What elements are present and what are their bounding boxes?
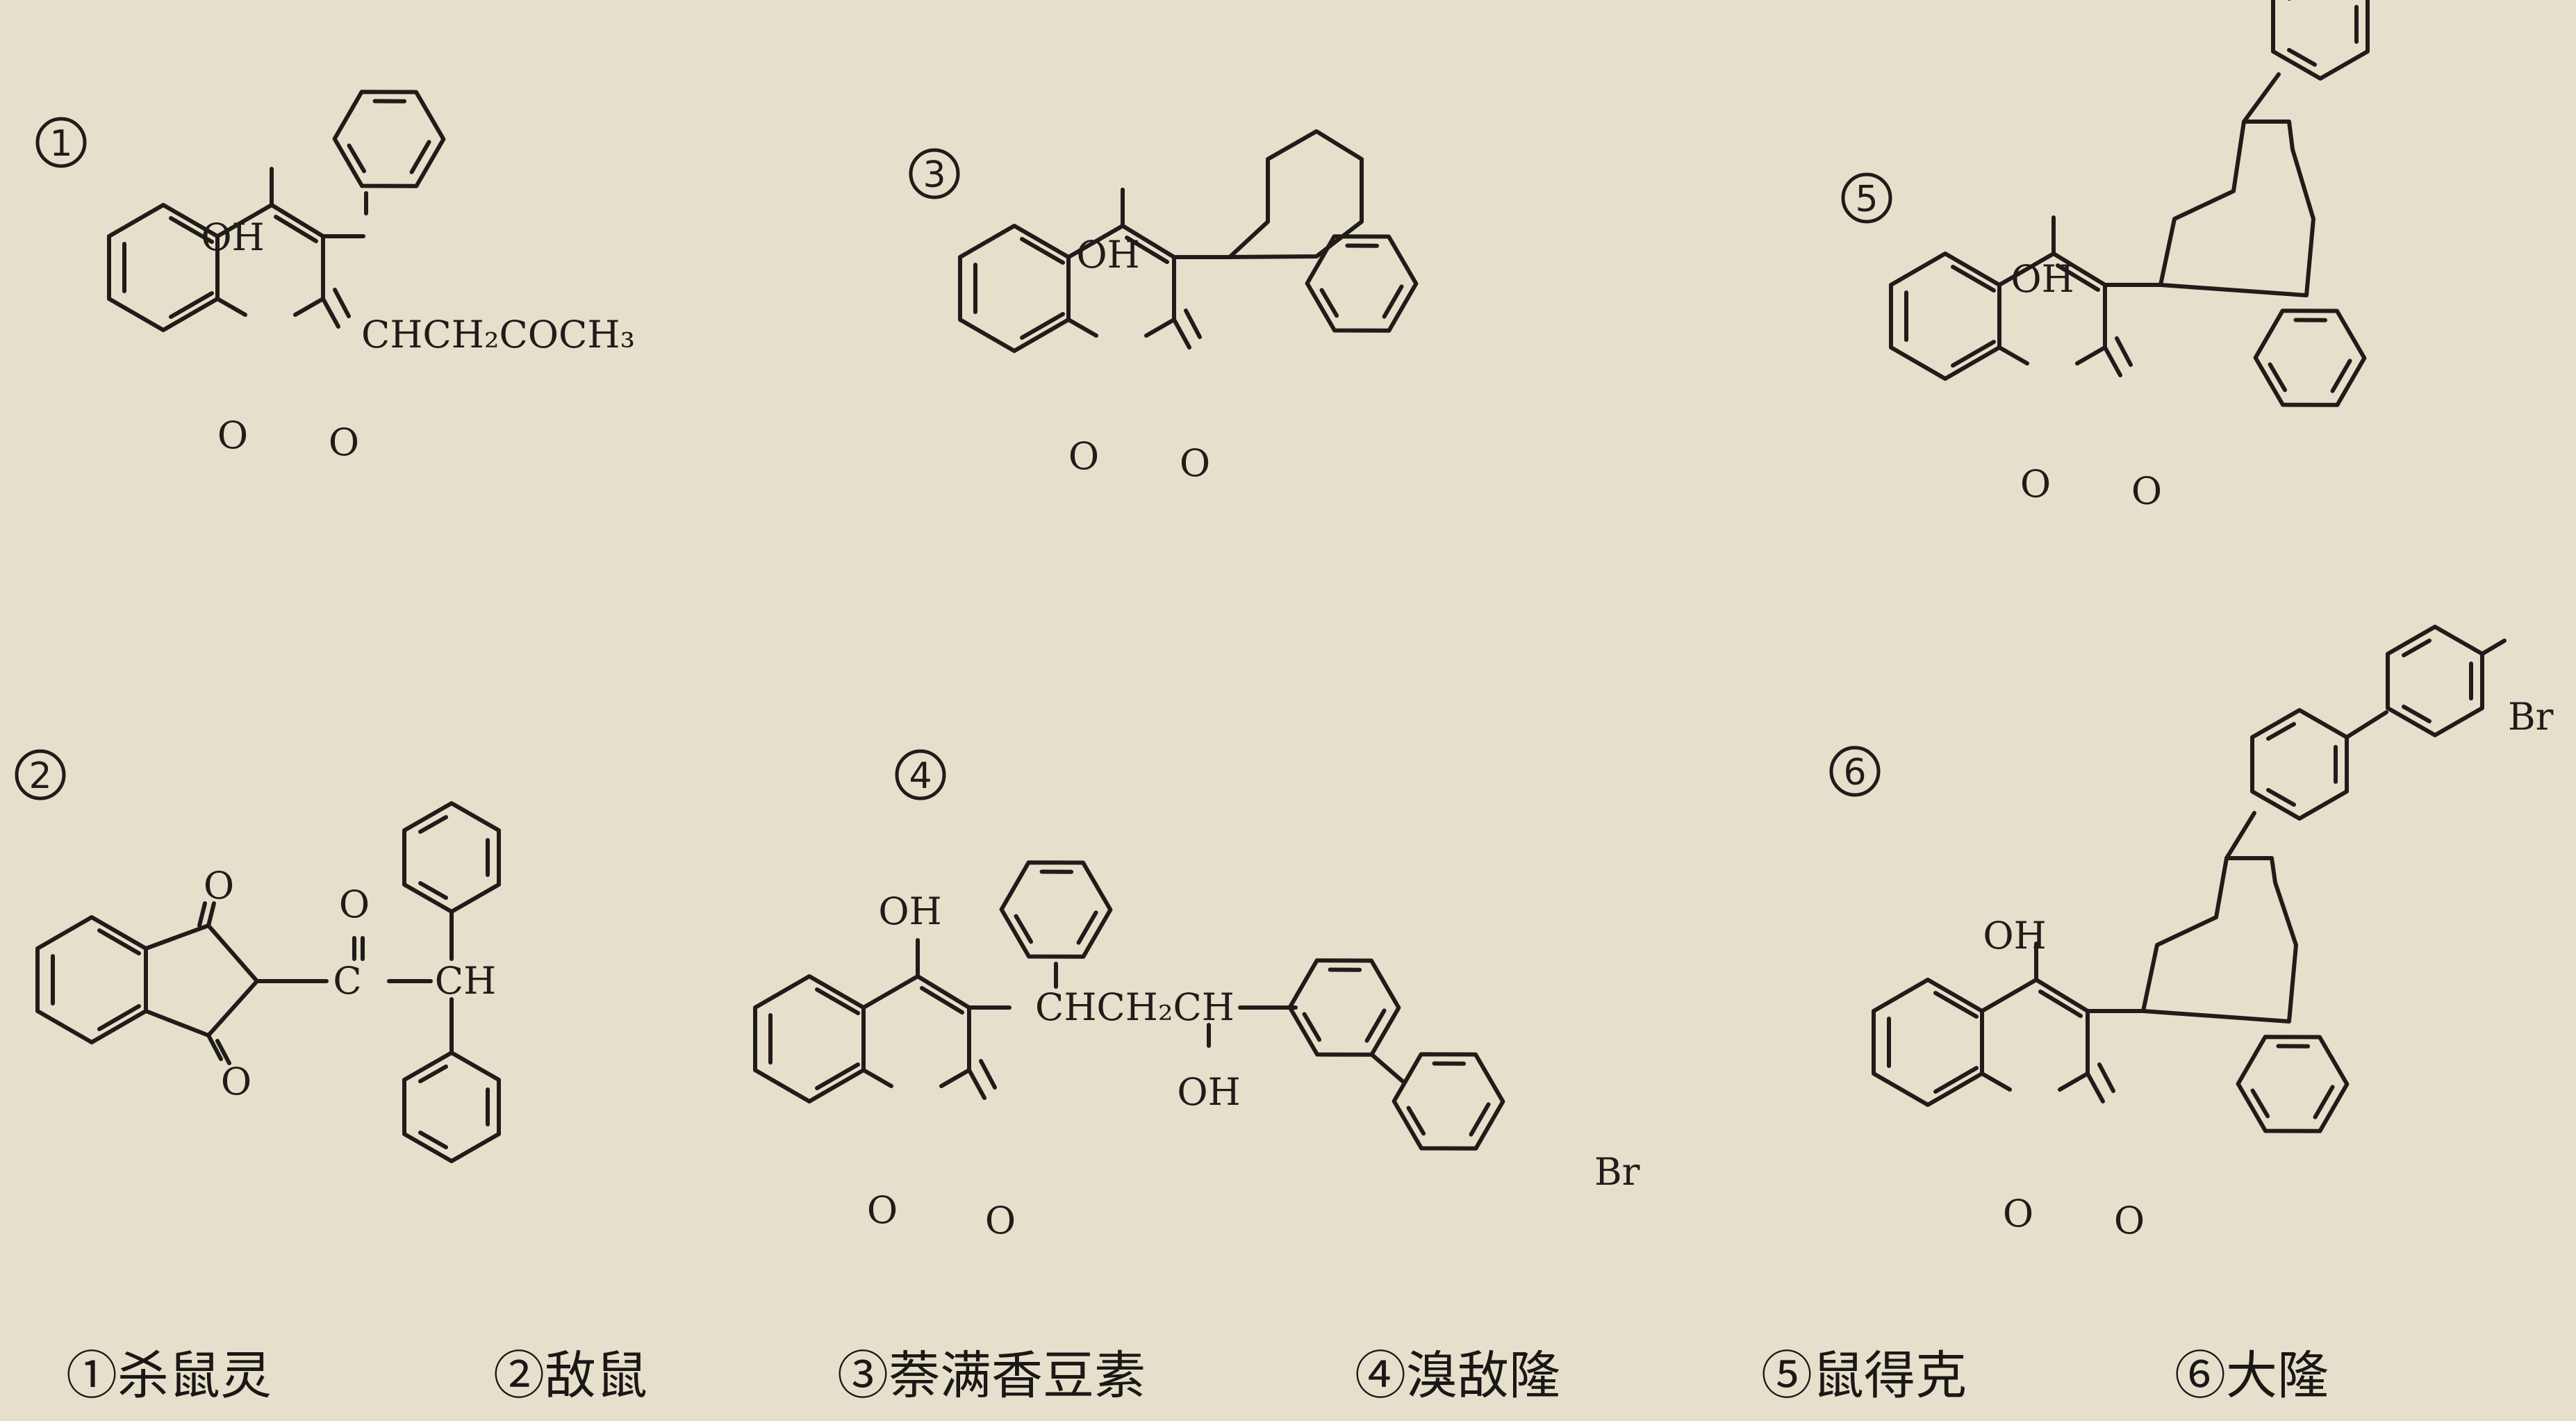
compound-2-top-oxygen: O [204,864,234,907]
compound-6-ring-oxygen: O [2003,1192,2033,1235]
compound-4-chain-oh: OH [1177,1070,1240,1114]
compound-4-oh-label: OH [878,889,941,933]
compound-3-carbonyl-oxygen: O [1180,441,1210,485]
compound-1-chain-label: CHCH₂COCH₃ [361,313,635,356]
compound-1-structure [109,68,457,330]
compound-4-structure [755,839,1517,1172]
caption-compound-2: ②敌鼠 [493,1346,647,1406]
compound-6-structure [1874,627,2507,1155]
caption-compound-1: ①杀鼠灵 [66,1346,272,1406]
compound-5-marker: 5 [1855,179,1878,220]
caption-compound-6: ⑥大隆 [2174,1346,2329,1406]
caption-compound-3: ③萘满香豆素 [837,1346,1146,1406]
compound-4-bromine: Br [1594,1150,1640,1194]
compound-2-structure [35,803,499,1161]
compound-1-oh-label: OH [201,215,264,259]
compound-2-ketone-oxygen: O [339,882,370,926]
compound-6-bromine: Br [2508,695,2554,739]
compound-1-carbonyl-oxygen: O [329,420,359,464]
compound-3-marker: 3 [923,154,946,196]
compound-5-structure [1891,0,2510,429]
compound-1-marker: 1 [49,123,72,165]
compound-5-ring-oxygen: O [2020,462,2051,506]
compound-4-ring-oxygen: O [867,1188,898,1232]
compound-6-oh-label: OH [1983,914,2046,958]
compound-2-ch-label: CH [435,959,496,1003]
compound-1-ring-oxygen: O [217,413,248,457]
compound-4-carbonyl-oxygen: O [985,1199,1016,1242]
compound-3-structure [960,129,1430,354]
compound-5-carbonyl-oxygen: O [2131,469,2162,513]
compound-3-oh-label: OH [1076,233,1139,277]
compound-2-carbon-label: C [333,959,361,1003]
compound-2-marker: 2 [28,755,51,797]
caption-compound-4: ④溴敌隆 [1355,1346,1560,1406]
compound-3-ring-oxygen: O [1068,434,1099,478]
compound-5-oh-label: OH [2011,257,2074,301]
compound-4-chain-label: CHCH₂CH [1035,985,1235,1029]
caption-compound-5: ⑤鼠得克 [1761,1346,1967,1406]
compound-2-bottom-oxygen: O [221,1060,251,1103]
compound-6-marker: 6 [1843,752,1866,794]
compound-6-carbonyl-oxygen: O [2114,1199,2145,1242]
compound-4-marker: 4 [909,755,932,797]
